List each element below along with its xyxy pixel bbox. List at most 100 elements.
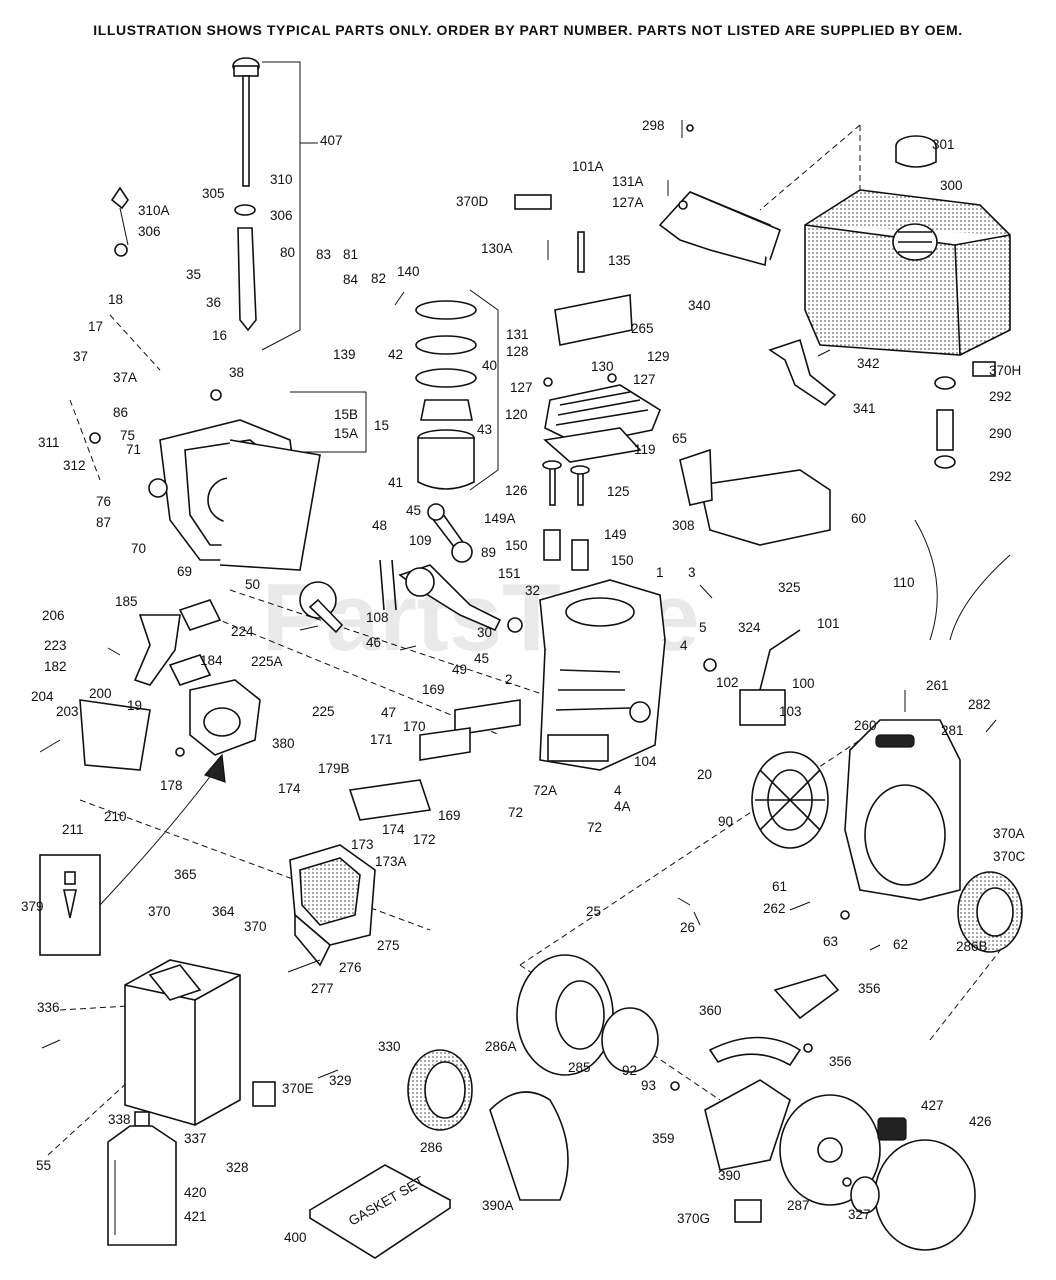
part-label-130A: 130A (481, 241, 513, 256)
part-label-308: 308 (672, 518, 695, 533)
part-label-20: 20 (697, 767, 712, 782)
part-label-40: 40 (482, 358, 497, 373)
part-label-82: 82 (371, 271, 386, 286)
part-label-206: 206 (42, 608, 65, 623)
rotating-screen (957, 871, 1023, 953)
part-label-128: 128 (506, 344, 529, 359)
part-label-70: 70 (131, 541, 146, 556)
part-label-92: 92 (622, 1063, 637, 1078)
part-label-301: 301 (932, 137, 955, 152)
part-label-49: 49 (452, 662, 467, 677)
part-label-81: 81 (343, 247, 358, 262)
part-label-305: 305 (202, 186, 225, 201)
part-label-43: 43 (477, 422, 492, 437)
part-label-329: 329 (329, 1073, 352, 1088)
part-label-69: 69 (177, 564, 192, 579)
part-label-173A: 173A (375, 854, 407, 869)
part-label-151: 151 (498, 566, 521, 581)
carburetor-shroud (124, 959, 241, 1126)
part-label-127b: 127 (633, 372, 656, 387)
part-label-15A: 15A (334, 426, 358, 441)
part-label-1: 1 (656, 565, 664, 580)
part-label-341: 341 (853, 401, 876, 416)
part-label-131: 131 (506, 327, 529, 342)
part-label-211: 211 (62, 822, 84, 837)
part-label-370C: 370C (993, 849, 1026, 864)
part-label-129: 129 (647, 349, 670, 364)
small-fasteners (39, 120, 997, 1187)
crankshaft-assembly (299, 503, 523, 634)
part-label-185: 185 (115, 594, 138, 609)
part-label-400: 400 (284, 1230, 307, 1245)
part-label-174b: 174 (382, 822, 405, 837)
part-label-170: 170 (403, 719, 426, 734)
part-label-2: 2 (505, 672, 513, 687)
part-label-327: 327 (848, 1207, 871, 1222)
part-label-37: 37 (73, 349, 88, 364)
part-label-86: 86 (113, 405, 128, 420)
part-label-356b: 356 (829, 1054, 852, 1069)
part-label-312: 312 (63, 458, 86, 473)
part-label-149A: 149A (484, 511, 516, 526)
part-label-101: 101 (817, 616, 840, 631)
ignition-module (703, 629, 801, 726)
part-label-390: 390 (718, 1168, 741, 1183)
part-label-84: 84 (343, 272, 359, 287)
part-label-276: 276 (339, 960, 362, 975)
part-label-83: 83 (316, 247, 331, 262)
part-label-370E: 370E (282, 1081, 314, 1096)
part-label-286: 286 (420, 1140, 443, 1155)
part-label-102: 102 (716, 675, 739, 690)
crankcase-cover (148, 419, 321, 571)
part-label-37A: 37A (113, 370, 137, 385)
part-label-4a: 4 (680, 638, 688, 653)
tire-426 (850, 1139, 976, 1251)
part-label-330: 330 (378, 1039, 401, 1054)
part-label-25: 25 (586, 904, 601, 919)
fuel-tank (804, 135, 1011, 356)
part-label-260: 260 (854, 718, 877, 733)
decal-370h (972, 361, 996, 377)
part-label-336: 336 (37, 1000, 60, 1015)
part-label-127A: 127A (612, 195, 644, 210)
part-label-100: 100 (792, 676, 815, 691)
part-label-277: 277 (311, 981, 334, 996)
flywheel (751, 751, 829, 849)
part-label-3: 3 (688, 565, 696, 580)
part-label-131A: 131A (612, 174, 644, 189)
part-label-210: 210 (104, 809, 127, 824)
part-label-45a: 45 (406, 503, 421, 518)
part-label-325: 325 (778, 580, 801, 595)
part-label-71: 71 (126, 442, 141, 457)
part-label-61: 61 (772, 879, 787, 894)
part-label-63: 63 (823, 934, 838, 949)
part-label-140: 140 (397, 264, 420, 279)
part-label-359: 359 (652, 1131, 675, 1146)
part-label-262: 262 (763, 901, 786, 916)
carburetor-arrow (39, 753, 226, 956)
part-label-310: 310 (270, 172, 293, 187)
part-label-89: 89 (481, 545, 496, 560)
drive-belt (407, 1049, 473, 1131)
part-label-50: 50 (245, 577, 260, 592)
part-label-26: 26 (680, 920, 695, 935)
part-label-282: 282 (968, 697, 991, 712)
part-label-48: 48 (372, 518, 387, 533)
part-label-223: 223 (44, 638, 67, 653)
part-label-80: 80 (280, 245, 295, 260)
part-label-108: 108 (366, 610, 389, 625)
part-label-292a: 292 (989, 389, 1012, 404)
part-label-30: 30 (477, 625, 492, 640)
part-label-45b: 45 (474, 651, 489, 666)
part-label-150b: 150 (611, 553, 634, 568)
part-label-370D: 370D (456, 194, 489, 209)
part-label-310A: 310A (138, 203, 170, 218)
part-label-184: 184 (200, 653, 223, 668)
decal-370d (514, 194, 552, 210)
part-label-178: 178 (160, 778, 183, 793)
part-label-65: 65 (672, 431, 687, 446)
part-label-16: 16 (212, 328, 227, 343)
gasket-set-box: GASKET SET (308, 1164, 452, 1259)
part-label-275: 275 (377, 938, 400, 953)
